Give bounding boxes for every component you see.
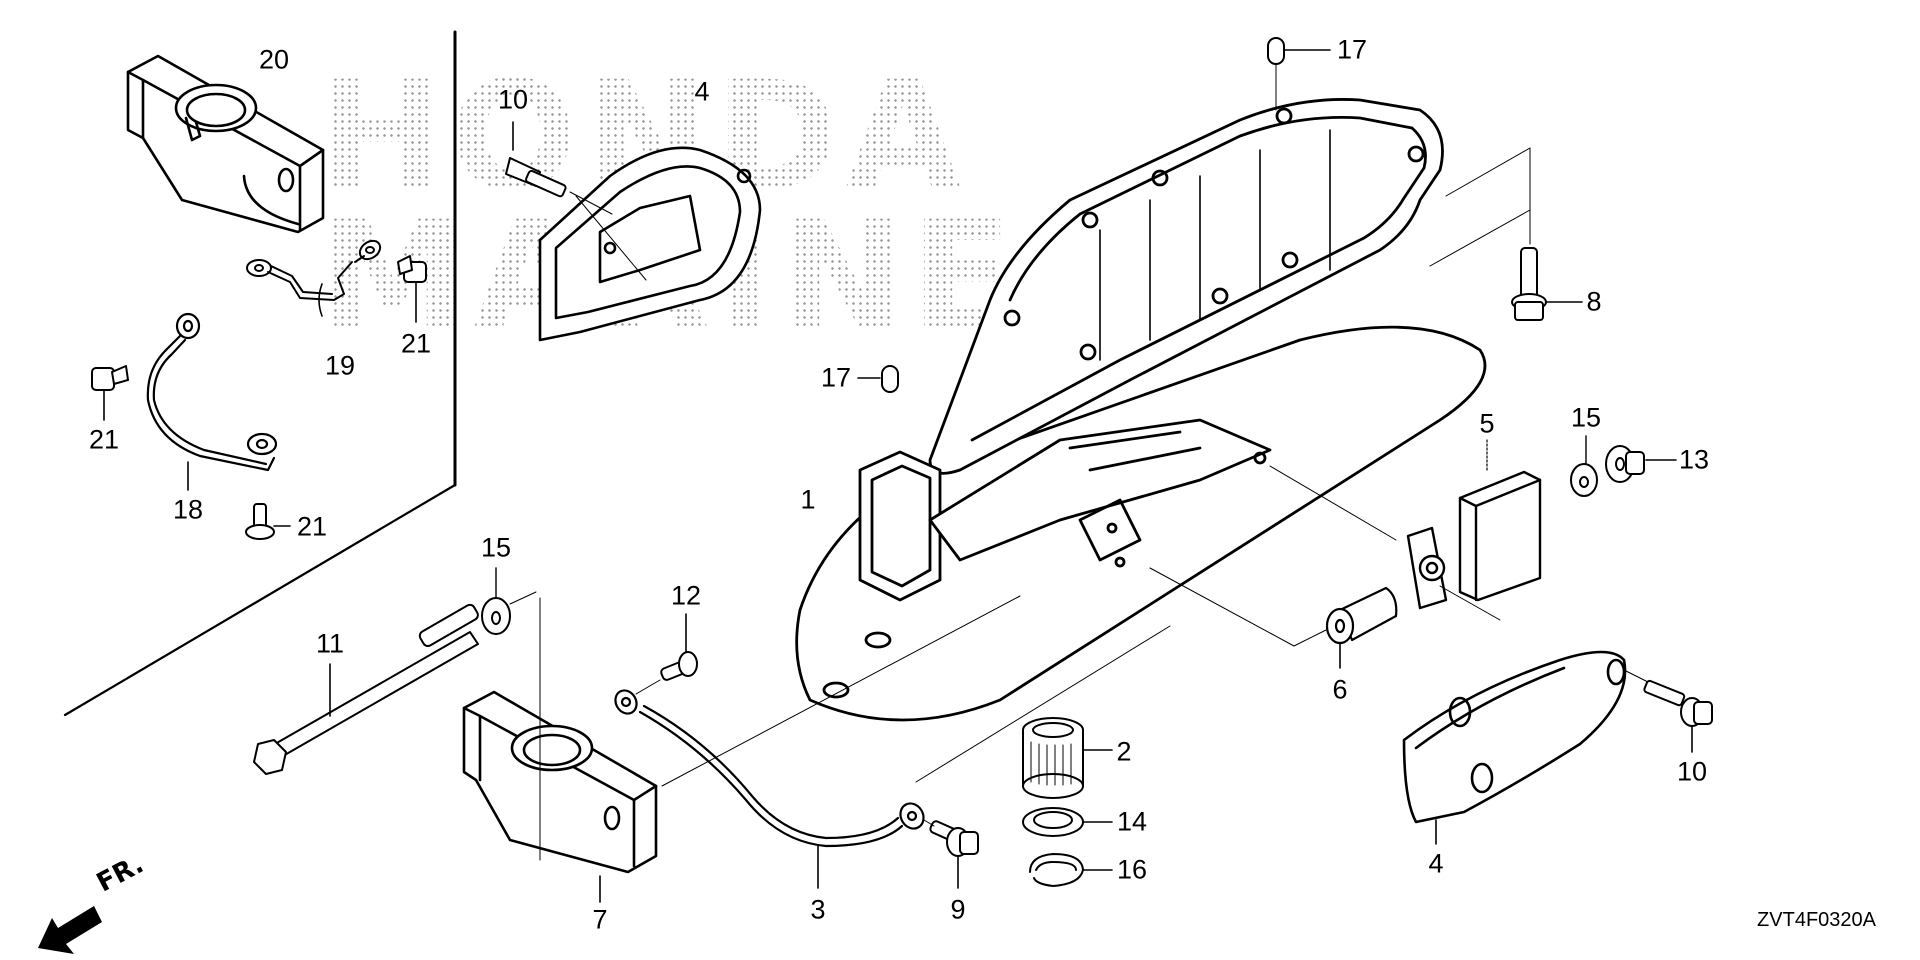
part-2-needle-bearing[interactable] <box>1022 717 1113 799</box>
callout-7[interactable]: 7 <box>592 904 608 935</box>
callout-2[interactable]: 2 <box>1116 736 1132 767</box>
callout-12[interactable]: 12 <box>670 580 702 611</box>
part-10-bolt-upper[interactable] <box>505 121 613 215</box>
part-19-ground-cable[interactable] <box>246 237 384 317</box>
callout-6[interactable]: 6 <box>1332 674 1348 705</box>
part-21-bolt-upper[interactable] <box>397 255 427 323</box>
callout-10-upper[interactable]: 10 <box>497 84 529 115</box>
callout-4-upper[interactable]: 4 <box>694 76 710 107</box>
callout-9[interactable]: 9 <box>950 894 966 925</box>
callout-21-left[interactable]: 21 <box>88 424 120 455</box>
callout-3[interactable]: 3 <box>810 894 826 925</box>
inset-border <box>63 30 457 717</box>
part-9-flange-bolt[interactable] <box>923 819 979 889</box>
callout-1[interactable]: 1 <box>800 484 816 515</box>
part-21-bolt-lower[interactable] <box>245 503 291 540</box>
callout-18[interactable]: 18 <box>172 494 204 525</box>
part-12-screw[interactable] <box>660 613 698 681</box>
callout-20[interactable]: 20 <box>258 44 290 75</box>
part-13-flange-nut[interactable] <box>1605 445 1677 483</box>
callout-5[interactable]: 5 <box>1479 408 1495 439</box>
part-5-mount-rubber[interactable] <box>1269 439 1542 610</box>
callout-4-side[interactable]: 4 <box>1428 848 1444 879</box>
part-10-bolt-side[interactable] <box>1623 669 1713 753</box>
part-4-mount-cover-upper[interactable] <box>538 146 762 342</box>
part-11-long-bolt[interactable] <box>253 603 480 775</box>
callout-8[interactable]: 8 <box>1586 286 1602 317</box>
reference-lines <box>661 585 1501 787</box>
part-18-ground-cable[interactable] <box>146 312 278 491</box>
callout-14[interactable]: 14 <box>1116 806 1148 837</box>
diagram-code: ZVT4F0320A <box>1757 909 1876 931</box>
callout-17-top[interactable]: 17 <box>1336 34 1368 65</box>
part-21-bolt-left[interactable] <box>91 365 129 421</box>
callout-17-middle[interactable]: 17 <box>820 362 852 393</box>
part-7-mount-housing[interactable] <box>462 597 658 903</box>
callout-21-lower[interactable]: 21 <box>296 511 328 542</box>
part-14-washer[interactable] <box>1022 807 1113 837</box>
callout-16[interactable]: 16 <box>1116 854 1148 885</box>
callout-13[interactable]: 13 <box>1678 444 1710 475</box>
part-3-ground-cable[interactable] <box>611 679 928 889</box>
callout-15-right[interactable]: 15 <box>1570 402 1602 433</box>
front-arrow-icon <box>38 906 102 954</box>
part-17-dowel-middle[interactable] <box>857 365 899 393</box>
callout-15-left[interactable]: 15 <box>480 532 512 563</box>
part-15-washer-right[interactable] <box>1570 435 1598 497</box>
part-6-collar[interactable] <box>1149 567 1398 669</box>
callout-19[interactable]: 19 <box>324 350 356 381</box>
part-17-dowel-top[interactable] <box>1267 37 1331 111</box>
callout-11[interactable]: 11 <box>315 628 345 659</box>
part-1-mount-case[interactable] <box>795 98 1487 722</box>
part-15-washer-left[interactable] <box>481 567 537 635</box>
callout-10-side[interactable]: 10 <box>1676 756 1708 787</box>
part-8-flange-bolt[interactable] <box>1429 147 1583 321</box>
part-20-mount-housing[interactable] <box>126 54 325 234</box>
callout-21-upper[interactable]: 21 <box>400 328 432 359</box>
part-16-circlip[interactable] <box>1029 853 1113 887</box>
part-4-mount-cover-side[interactable] <box>1402 650 1627 845</box>
